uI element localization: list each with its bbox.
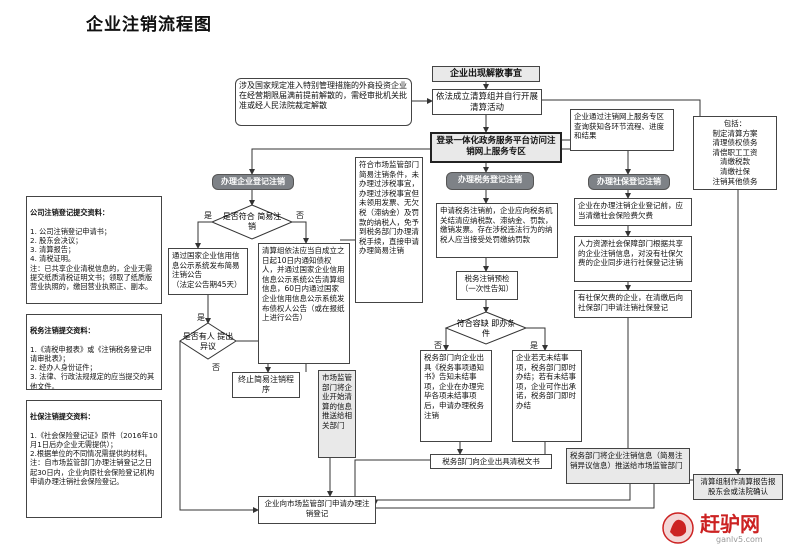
tax-condition-question: 符合容缺 即办条件 (456, 319, 516, 338)
objection-question: 是否有人 提出异议 (182, 332, 234, 351)
tax-precheck-box: 税务注销预检 （一次性告知） (456, 271, 518, 300)
watermark-logo: 赶驴网 ganlv5.com (660, 508, 790, 552)
watermark-url: ganlv5.com (716, 535, 763, 544)
tax-apply-box: 申请税务注销前，企业应向税务机关结清应纳税款、滞纳金、罚款，缴销发票。存在涉税违… (436, 203, 558, 258)
final-report-box: 清算组制作清算报告报股东会或法院确认 (693, 474, 783, 500)
market-notify-box: 符合市场监管部门简易注销条件，未办理过涉税事宜，办理过涉税事宜但未领用发票、无欠… (355, 157, 423, 303)
simple-notice-box: 通过国家企业信用信息公示系统发布简易注销公告 （法定公告期45天） (168, 248, 248, 295)
yes-label: 是 (530, 341, 538, 350)
yes-label: 是 (197, 313, 205, 322)
social-step3-box: 有社保欠费的企业，在清缴后向社保部门申请注销社保登记 (574, 290, 692, 318)
tax-notice-doc-box: 税务部门向企业出具《税务事项通知书》告知未结事项，企业在办理完毕各项未结事项后，… (420, 350, 492, 442)
online-query-box: 企业通过注销网上服务专区查询获知各环节流程、进度和结果 (570, 109, 674, 151)
tax-push-box: 税务部门将企业注销信息（简易注销异议信息）推送给市场监管部门 (566, 448, 690, 484)
social-materials-body: 1.《社会保险登记证》原件（2016年10月1日后办企业无需提供）； 2.根据单… (30, 430, 158, 486)
tax-materials-body: 1.《清税申报表》或《注销税务登记申请审批表》； 2. 经办人身份证件； 3. … (30, 344, 155, 390)
donkey-logo-icon (662, 512, 694, 544)
simple-cancel-diamond (210, 204, 294, 240)
social-materials-box: 社保注销提交资料： 1.《社会保险登记证》原件（2016年10月1日后办企业无需… (26, 400, 162, 518)
liquidation-notice-box: 清算组依法应当自成立之日起10日内通知债权人，并通过国家企业信用信息公示系统公告… (258, 243, 350, 364)
watermark-brand: 赶驴网 (700, 512, 760, 536)
page-title: 企业注销流程图 (86, 15, 212, 35)
social-step1-box: 企业在办理注销企业登记前，应当清缴社会保险费欠费 (574, 198, 692, 226)
tax-clear-cert-box: 税务部门向企业出具清税文书 (430, 454, 552, 469)
tax-condition-diamond (444, 311, 528, 345)
company-materials-box: 公司注销登记提交资料： 1. 公司注销登记申请书； 2. 股东会决议； 3. 清… (26, 196, 162, 304)
terminate-simple-box: 终止简易注销程序 (232, 372, 300, 398)
tax-header: 办理税务登记注销 (446, 172, 534, 190)
yes-label: 是 (204, 211, 212, 220)
social-step2-box: 人力资源社会保障部门根据共享的企业注销信息，对没有社保欠费的企业同步进行社保登记… (574, 236, 692, 282)
tax-materials-box: 税务注销提交资料： 1.《清税申报表》或《注销税务登记申请审批表》； 2. 经办… (26, 314, 162, 390)
no-label: 否 (296, 211, 304, 220)
company-header: 办理企业登记注销 (212, 174, 294, 190)
company-materials-title: 公司注销登记提交资料： (30, 208, 110, 218)
no-label: 否 (434, 341, 442, 350)
no-label: 否 (212, 363, 220, 372)
company-materials-body: 1. 公司注销登记申请书； 2. 股东会决议； 3. 清算报告； 4. 清税证明… (30, 226, 153, 291)
tax-commit-box: 企业若无未结事项，税务部门即时办结；若有未结事项，企业可作出承诺，税务部门即时办… (512, 350, 582, 442)
special-case-box: 涉及国家规定准入特别管理措施的外商投资企业在经营期限届满前提前解散的，需经审批机… (235, 78, 412, 126)
objection-diamond (179, 322, 237, 360)
start-box: 企业出现解散事宜 (432, 66, 540, 82)
clearance-group-box: 依法成立清算组并自行开展清算活动 (432, 89, 542, 115)
platform-box: 登录一体化政务服务平台访问注销网上服务专区 (430, 132, 562, 163)
final-apply-box: 企业向市场监管部门申请办理注销登记 (258, 496, 376, 524)
group-contents-box: 包括： 制定清算方案 清理债权债务 清偿职工工资 清缴税款 清缴社保 注销其他债… (693, 116, 777, 190)
market-push-box: 市场监管部门将企业开始清算的信息推送给相关部门 (318, 370, 356, 458)
tax-materials-title: 税务注销提交资料： (30, 326, 95, 336)
social-materials-title: 社保注销提交资料： (30, 412, 95, 422)
simple-cancel-question: 是否符合 简易注销 (222, 212, 282, 231)
social-header: 办理社保登记注销 (588, 174, 670, 190)
